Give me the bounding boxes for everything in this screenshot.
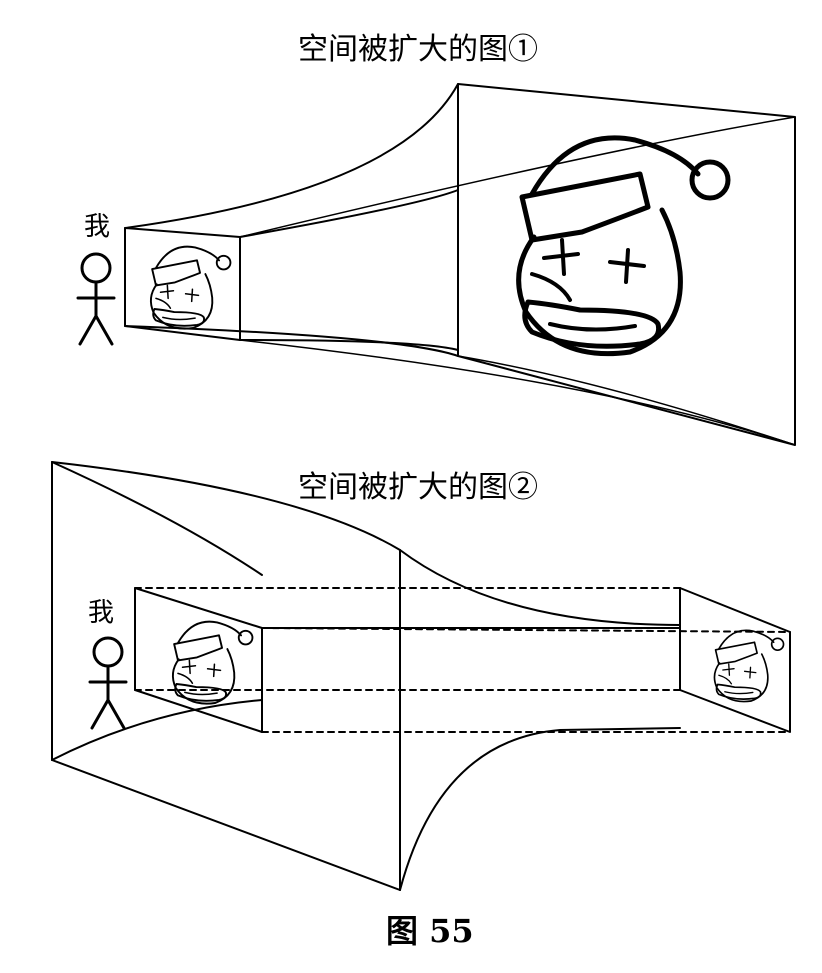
santa-face-icon (171, 620, 254, 705)
stick-figure-icon (88, 636, 128, 730)
diagram1-person-label: 我 (84, 212, 111, 242)
santa-face-icon (713, 629, 785, 703)
figure-caption: 图 55 (386, 912, 474, 950)
santa-face-icon (519, 138, 728, 354)
diagram1-title: 空间被扩大的图① (298, 32, 538, 67)
santa-face-icon (149, 245, 232, 330)
diagram2-space (51, 461, 791, 891)
stick-figure-icon (76, 252, 116, 346)
diagram2-title: 空间被扩大的图② (298, 470, 538, 505)
diagram2-person-label: 我 (88, 598, 115, 628)
diagram1-space (124, 83, 796, 446)
